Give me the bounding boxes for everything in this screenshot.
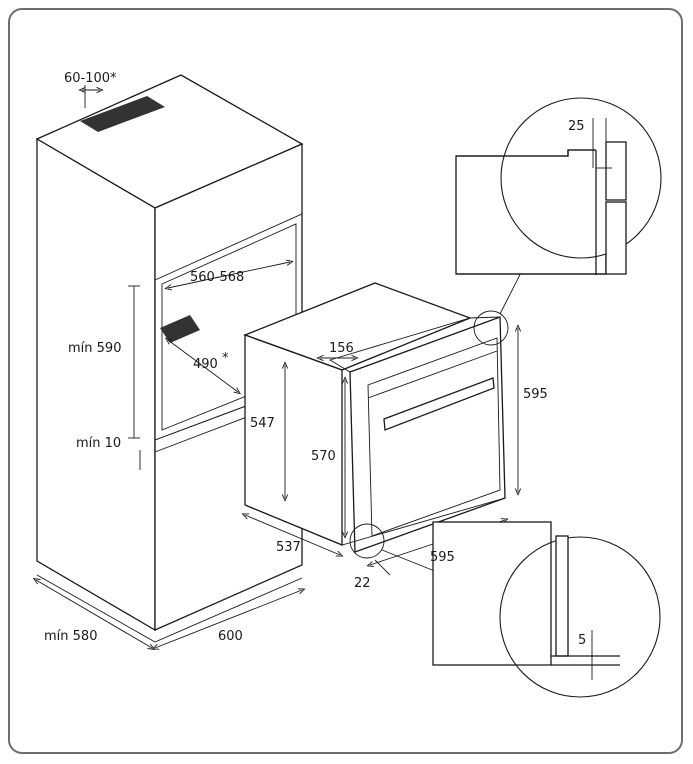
niche-depth-mark: * — [222, 351, 229, 366]
niche-vent — [160, 315, 200, 343]
niche-width-label: 560-568 — [190, 270, 244, 285]
oven-front-height-label: 570 — [311, 449, 336, 464]
niche-depth-label: 490 — [193, 357, 218, 372]
oven-door — [367, 337, 501, 537]
detail-top-gap-label: 25 — [568, 119, 585, 134]
front-offset-label: 22 — [354, 576, 371, 591]
oven-depth-label: 537 — [276, 540, 301, 555]
oven — [243, 282, 506, 553]
top-detail-marker — [473, 310, 509, 346]
oven-total-height-label: 595 — [523, 387, 548, 402]
top-vent — [80, 96, 165, 132]
detail-bottom-gap-label: 5 — [578, 633, 586, 648]
cabinet-side-face — [36, 137, 156, 632]
cabinet-depth-label: mín 580 — [44, 629, 97, 644]
oven-handle[interactable] — [383, 377, 495, 431]
top-detail — [455, 97, 662, 275]
oven-step-label: 156 — [329, 341, 354, 356]
bottom-detail — [432, 521, 661, 698]
oven-width-label: 595 — [430, 550, 455, 565]
bottom-detail-marker — [349, 523, 385, 559]
cabinet-width-label: 600 — [218, 629, 243, 644]
vent-top-label: 60-100* — [64, 71, 117, 86]
niche-height-label: mín 590 — [68, 341, 121, 356]
oven-body-height-label: 547 — [250, 416, 275, 431]
gap-min-label: mín 10 — [76, 436, 121, 451]
